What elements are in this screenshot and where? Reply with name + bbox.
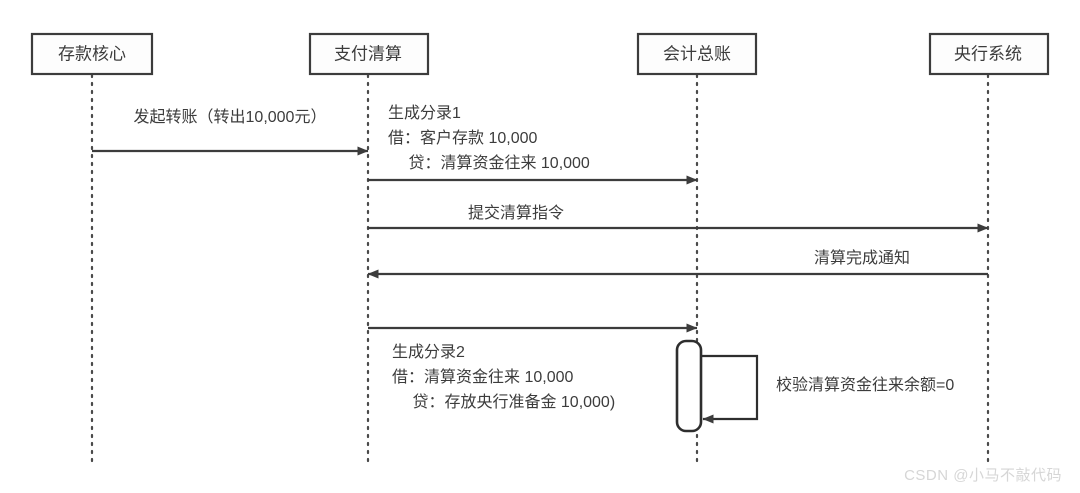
message-msg-entry-1[interactable]: 生成分录1 借：客户存款 10,000 贷：清算资金往来 10,000	[368, 104, 698, 185]
participant-label: 会计总账	[663, 44, 731, 63]
participant-label: 存款核心	[58, 44, 126, 63]
message-msg-clearing-complete-notice[interactable]: 清算完成通知	[367, 248, 988, 279]
message-label-line: 发起转账（转出10,000元）	[134, 108, 327, 126]
lifelines	[90, 73, 990, 468]
message-label-line: 生成分录2	[392, 343, 465, 361]
self-message-label: 校验清算资金往来余额=0	[776, 375, 954, 394]
watermark: CSDN @小马不敲代码	[904, 467, 1062, 484]
message-label: 清算完成通知	[814, 248, 910, 267]
message-label: 发起转账（转出10,000元）	[134, 108, 327, 126]
activations: 校验清算资金往来余额=0	[675, 339, 954, 433]
participant-box	[928, 32, 1050, 76]
participant-box	[636, 32, 758, 76]
participant-deposit-core[interactable]: 存款核心	[30, 32, 154, 76]
participants: 存款核心 支付清算 会计总账 央行系统	[30, 32, 1050, 76]
message-label-line: 贷：清算资金往来 10,000	[388, 153, 590, 172]
participant-accounting-ledger[interactable]: 会计总账	[636, 32, 758, 76]
message-label: 提交清算指令	[468, 203, 564, 222]
message-label-line: 借：客户存款 10,000	[388, 129, 537, 147]
participant-box	[308, 32, 430, 76]
message-label-line: 提交清算指令	[468, 203, 564, 222]
participant-label: 央行系统	[954, 44, 1022, 63]
message-label: 生成分录1 借：客户存款 10,000 贷：清算资金往来 10,000	[388, 104, 590, 172]
message-label: 生成分录2 借：清算资金往来 10,000 贷：存放央行准备金 10,000)	[392, 343, 615, 411]
participant-label: 支付清算	[334, 44, 402, 63]
activation-bar	[675, 339, 703, 433]
message-label-line: 生成分录1	[388, 104, 461, 122]
participant-box	[30, 32, 154, 76]
self-message-loop	[701, 354, 759, 424]
message-label-line: 贷：存放央行准备金 10,000)	[392, 393, 615, 411]
message-label-line: 借：清算资金往来 10,000	[392, 367, 573, 386]
message-msg-submit-clearing-instruction[interactable]: 提交清算指令	[368, 203, 989, 233]
participant-payment-clearing[interactable]: 支付清算	[308, 32, 430, 76]
messages: 发起转账（转出10,000元） 生成分录1 借：客户存款 10,000 贷：清算资金…	[92, 104, 989, 411]
message-msg-entry-2[interactable]: 生成分录2 借：清算资金往来 10,000 贷：存放央行准备金 10,000)	[368, 323, 698, 411]
participant-central-bank[interactable]: 央行系统	[928, 32, 1050, 76]
message-label-line: 清算完成通知	[814, 248, 910, 267]
message-msg-initiate-transfer[interactable]: 发起转账（转出10,000元）	[92, 108, 369, 156]
